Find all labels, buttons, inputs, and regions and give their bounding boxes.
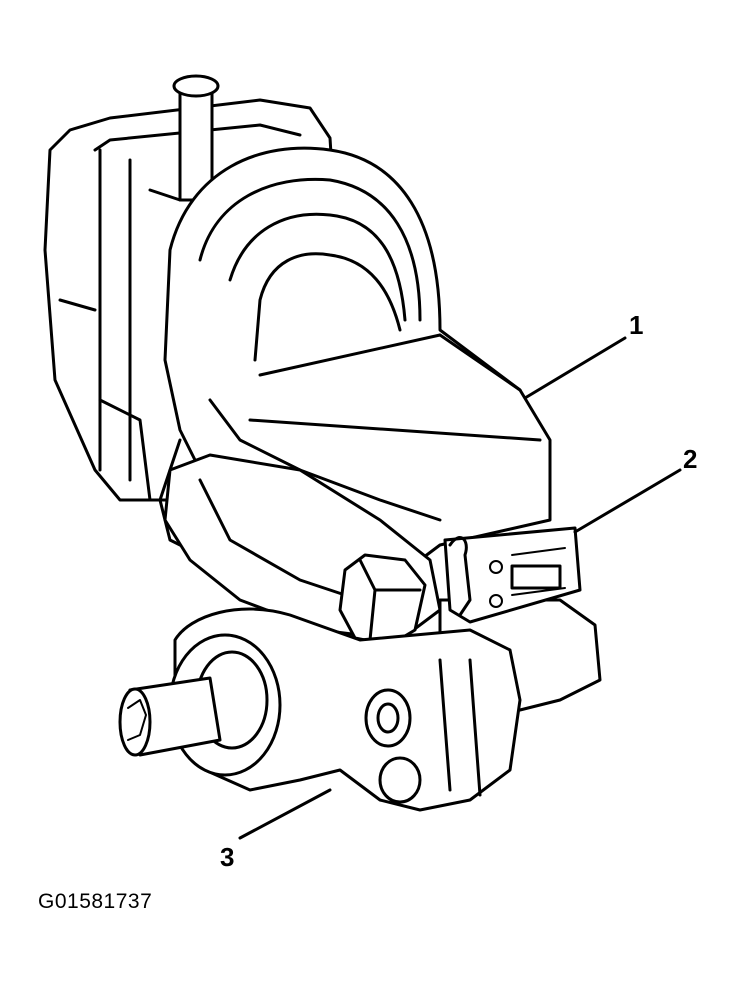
callout-2: 2 bbox=[683, 444, 697, 474]
leader-line-3 bbox=[238, 788, 332, 840]
callout-1: 1 bbox=[629, 310, 643, 340]
leader-lines bbox=[238, 336, 682, 840]
leader-line-2 bbox=[573, 468, 682, 534]
pump-tag bbox=[443, 526, 582, 624]
figure-reference-code: G01581737 bbox=[38, 890, 153, 913]
leader-line-1 bbox=[523, 336, 627, 400]
pump-shaft-housing bbox=[118, 607, 522, 812]
hex-bolt bbox=[338, 553, 427, 647]
callout-3: 3 bbox=[220, 842, 234, 872]
